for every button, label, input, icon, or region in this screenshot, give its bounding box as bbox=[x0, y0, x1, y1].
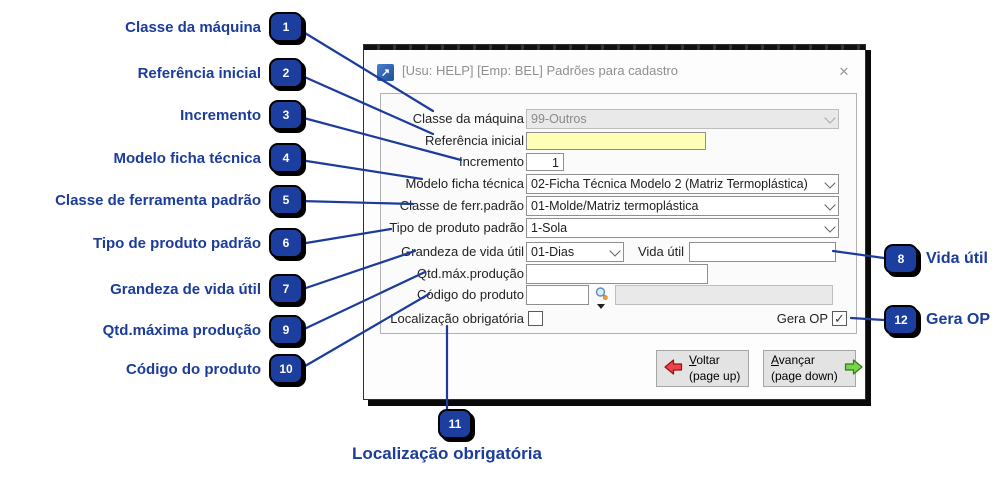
callout-classe-da-maquina: Classe da máquina 1 bbox=[0, 11, 303, 43]
dialog-padroes-para-cadastro: ↗ [Usu: HELP] [Emp: BEL] Padrões para ca… bbox=[363, 44, 866, 400]
callout-gera-op: 12 Gera OP bbox=[884, 304, 990, 336]
input-codigo-produto-descricao bbox=[615, 285, 833, 305]
callout-badge-10: 10 bbox=[269, 354, 303, 384]
callout-label: Vida útil bbox=[926, 250, 988, 267]
chevron-down-icon[interactable] bbox=[821, 175, 838, 193]
close-icon[interactable]: ✕ bbox=[838, 64, 850, 79]
label-gera-op: Gera OP bbox=[776, 311, 828, 326]
search-icon[interactable] bbox=[594, 286, 610, 302]
label-vida-util: Vida útil bbox=[637, 244, 684, 259]
dropdown-triangle-icon[interactable] bbox=[597, 304, 605, 309]
avancar-button[interactable]: Avançar (page down) bbox=[763, 350, 863, 387]
callout-badge-2: 2 bbox=[269, 58, 303, 88]
chevron-down-icon bbox=[821, 110, 838, 128]
callout-incremento: Incremento 3 bbox=[0, 99, 303, 131]
callout-badge-11: 11 bbox=[438, 409, 472, 439]
red-back-arrow-icon bbox=[664, 359, 683, 378]
callout-classe-de-ferramenta-padrao: Classe de ferramenta padrão 5 bbox=[0, 184, 303, 216]
label-qtd-max-producao: Qtd.máx.produção bbox=[417, 266, 524, 281]
callout-label: Gera OP bbox=[926, 311, 991, 328]
chevron-down-icon[interactable] bbox=[821, 219, 838, 237]
input-vida-util[interactable] bbox=[689, 242, 836, 262]
callout-localizacao-obrigatoria-badge: 11 bbox=[438, 409, 472, 439]
combo-modelo-ficha-value: 02-Ficha Técnica Modelo 2 (Matriz Termop… bbox=[531, 177, 808, 191]
callout-label: Classe da máquina bbox=[125, 18, 261, 36]
callout-label: Tipo de produto padrão bbox=[92, 234, 261, 252]
label-classe-maquina: Classe da máquina bbox=[412, 111, 524, 126]
callout-label: Grandeza de vida útil bbox=[110, 280, 261, 298]
app-launch-icon: ↗ bbox=[377, 64, 394, 81]
callout-label: Classe de ferramenta padrão bbox=[55, 191, 261, 209]
avancar-label: Avançar bbox=[771, 352, 815, 367]
callout-referencia-inicial: Referência inicial 2 bbox=[0, 57, 303, 89]
callout-badge-12: 12 bbox=[884, 305, 918, 335]
label-referencia-inicial: Referência inicial bbox=[425, 133, 524, 148]
avancar-shortcut: (page down) bbox=[771, 368, 838, 383]
callout-label: Qtd.máxima produção bbox=[102, 321, 261, 339]
combo-grandeza-vida-util[interactable]: 01-Dias bbox=[526, 242, 624, 262]
input-codigo-produto[interactable] bbox=[526, 285, 589, 305]
checkbox-localizacao-obrigatoria[interactable] bbox=[528, 311, 543, 326]
callout-badge-7: 7 bbox=[269, 274, 303, 304]
combo-classe-maquina: 99-Outros bbox=[526, 109, 839, 129]
callout-codigo-do-produto: Código do produto 10 bbox=[0, 353, 303, 385]
clipped-window-strip bbox=[364, 45, 865, 50]
combo-tipo-produto-padrao[interactable]: 1-Sola bbox=[526, 218, 839, 238]
input-incremento[interactable]: 1 bbox=[526, 153, 564, 171]
combo-classe-maquina-value: 99-Outros bbox=[531, 112, 587, 126]
input-referencia-inicial[interactable] bbox=[526, 132, 706, 150]
callout-modelo-ficha-tecnica: Modelo ficha técnica 4 bbox=[0, 142, 303, 174]
label-grandeza-vida-util: Grandeza de vida útil bbox=[401, 244, 524, 259]
callout-label: Código do produto bbox=[126, 360, 261, 378]
label-codigo-produto: Código do produto bbox=[417, 287, 524, 302]
checkbox-gera-op[interactable]: ✓ bbox=[832, 311, 847, 326]
callout-badge-6: 6 bbox=[269, 228, 303, 258]
callout-label: Modelo ficha técnica bbox=[113, 149, 261, 167]
callout-qtd-maxima-producao: Qtd.máxima produção 9 bbox=[0, 314, 303, 346]
voltar-button[interactable]: Voltar (page up) bbox=[656, 350, 749, 387]
label-tipo-produto-padrao: Tipo de produto padrão bbox=[389, 220, 524, 235]
label-classe-ferr-padrao: Classe de ferr.padrão bbox=[399, 198, 524, 213]
callout-tipo-de-produto-padrao: Tipo de produto padrão 6 bbox=[0, 227, 303, 259]
callout-label: Referência inicial bbox=[137, 64, 261, 82]
voltar-shortcut: (page up) bbox=[689, 368, 741, 383]
titlebar[interactable]: ↗ [Usu: HELP] [Emp: BEL] Padrões para ca… bbox=[364, 50, 865, 91]
input-qtd-max-producao[interactable] bbox=[526, 264, 708, 284]
check-icon: ✓ bbox=[834, 310, 845, 326]
combo-classe-ferr-value: 01-Molde/Matriz termoplástica bbox=[531, 199, 699, 213]
callout-badge-1: 1 bbox=[269, 12, 303, 42]
callout-badge-3: 3 bbox=[269, 100, 303, 130]
label-localizacao-obrigatoria: Localização obrigatória bbox=[390, 311, 524, 326]
launch-arrow-glyph: ↗ bbox=[380, 67, 391, 79]
callout-badge-8: 8 bbox=[884, 244, 918, 274]
callout-label: Incremento bbox=[180, 106, 261, 124]
green-forward-arrow-icon bbox=[844, 359, 863, 378]
combo-classe-ferr-padrao[interactable]: 01-Molde/Matriz termoplástica bbox=[526, 196, 839, 216]
callout-grandeza-de-vida-util: Grandeza de vida útil 7 bbox=[0, 273, 303, 305]
callout-badge-4: 4 bbox=[269, 143, 303, 173]
callout-badge-5: 5 bbox=[269, 185, 303, 215]
callout-badge-9: 9 bbox=[269, 315, 303, 345]
label-modelo-ficha-tecnica: Modelo ficha técnica bbox=[405, 176, 524, 191]
label-incremento: Incremento bbox=[458, 154, 524, 169]
chevron-down-icon[interactable] bbox=[821, 197, 838, 215]
voltar-label: Voltar bbox=[689, 352, 720, 367]
combo-grandeza-value: 01-Dias bbox=[531, 245, 575, 259]
callout-vida-util: 8 Vida útil bbox=[884, 243, 988, 275]
callout-localizacao-obrigatoria-label: Localização obrigatória bbox=[352, 444, 542, 463]
combo-tipo-produto-value: 1-Sola bbox=[531, 221, 568, 235]
window-title: [Usu: HELP] [Emp: BEL] Padrões para cada… bbox=[402, 63, 679, 78]
combo-modelo-ficha-tecnica[interactable]: 02-Ficha Técnica Modelo 2 (Matriz Termop… bbox=[526, 174, 839, 194]
